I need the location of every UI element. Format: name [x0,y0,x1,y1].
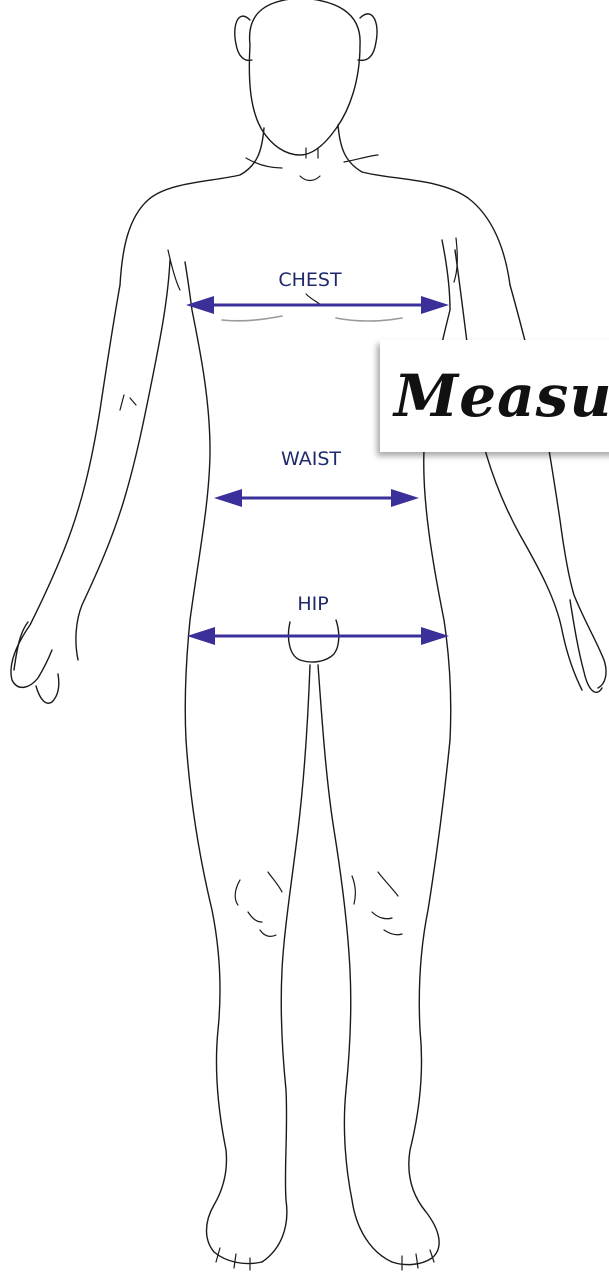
left-leg-outer [186,740,262,1264]
left-arm-outer [11,285,120,687]
right-leg-inner [318,665,392,1262]
chest-arrow [186,296,449,314]
neck-shoulder-left [120,128,264,285]
chest-line-right [336,318,402,321]
waist-arrow-left-head [214,489,242,507]
groin [288,620,338,662]
left-toes [216,1248,250,1270]
left-hand [14,622,59,703]
chest-arrow-right-head [421,296,449,314]
left-elbow-mark [120,395,136,410]
hip-arrow [187,627,449,645]
right-pec-mark [454,238,457,282]
left-knee [235,872,282,936]
banner-title: Measu [394,362,609,430]
right-leg-outer [392,740,450,1265]
waist-label: WAIST [281,448,341,470]
right-ear [358,14,377,61]
waist-arrow-right-head [391,489,419,507]
collarbone-right [344,155,378,162]
chest-line-left [222,316,282,321]
hip-arrow-left-head [187,627,215,645]
measure-banner: Measu [380,340,609,452]
torso-left-side [185,262,210,740]
left-leg-inner [262,665,310,1262]
neck-shoulder-right [338,125,510,285]
chest-label: CHEST [278,269,342,291]
head-outline [249,0,360,155]
right-knee [352,872,402,935]
waist-arrow [214,489,419,507]
hip-label: HIP [297,593,328,615]
torso-right-side [424,240,451,740]
